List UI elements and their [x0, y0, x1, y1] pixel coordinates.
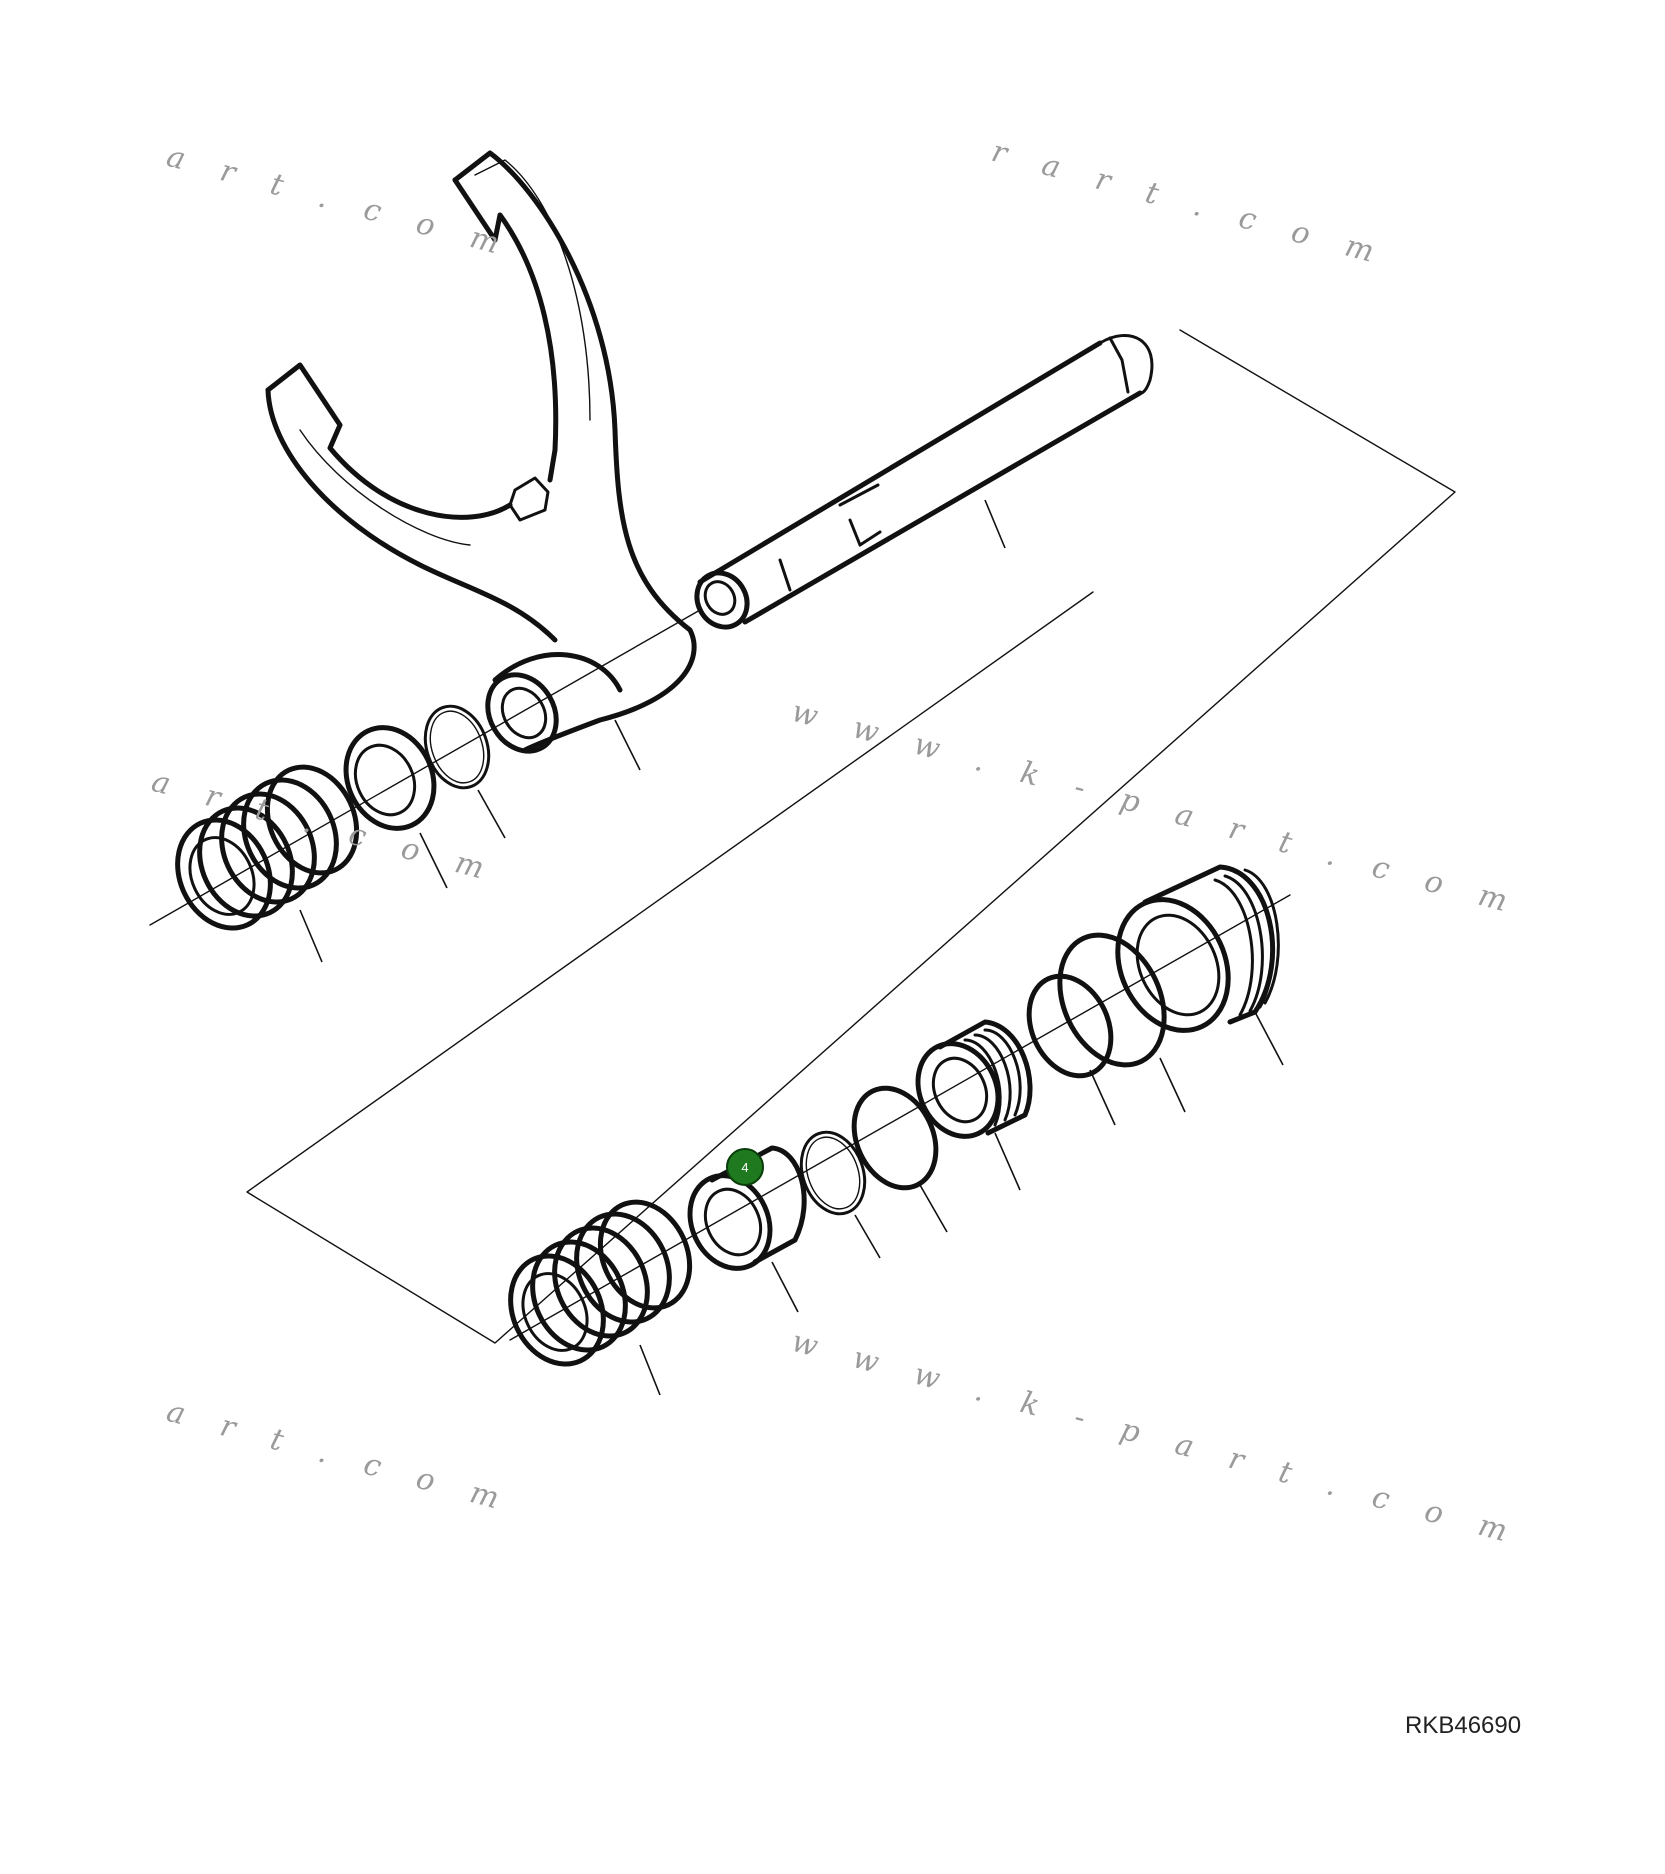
piston[interactable]: [903, 1019, 1033, 1191]
sleeve-bushing[interactable]: [675, 1145, 807, 1313]
shift-fork[interactable]: [265, 150, 697, 771]
shift-rod[interactable]: [687, 333, 1154, 636]
assembly-frame: [246, 329, 1456, 1344]
watermark-text: w w w . k - p a r t . c o m: [788, 694, 1525, 923]
axis-line-lower: [509, 894, 1291, 1341]
callout-4[interactable]: 4: [726, 1148, 764, 1186]
drawing-code: RKB46690: [1405, 1712, 1522, 1739]
watermarks: a r t . c o m r a r t . c o m w w w . k …: [148, 134, 1525, 1553]
watermark-text: a r t . c o m: [163, 139, 516, 265]
o-ring-large[interactable]: [1040, 918, 1186, 1113]
washer-upper[interactable]: [330, 713, 450, 889]
spring-lower[interactable]: [493, 1187, 706, 1396]
spring-upper[interactable]: [160, 752, 373, 963]
o-ring-medium[interactable]: [1014, 963, 1127, 1126]
callout-label: 4: [741, 1160, 748, 1175]
watermark-text: w w w . k - p a r t . c o m: [788, 1324, 1525, 1553]
watermark-text: r a r t . c o m: [988, 134, 1391, 273]
cylinder-plug[interactable]: [1097, 864, 1284, 1066]
o-ring-small[interactable]: [839, 1075, 952, 1233]
axis-line-upper: [149, 609, 701, 926]
callout-marker[interactable]: [726, 1148, 764, 1186]
watermark-text: a r t . c o m: [163, 1394, 516, 1520]
snap-ring-lower[interactable]: [790, 1123, 881, 1259]
